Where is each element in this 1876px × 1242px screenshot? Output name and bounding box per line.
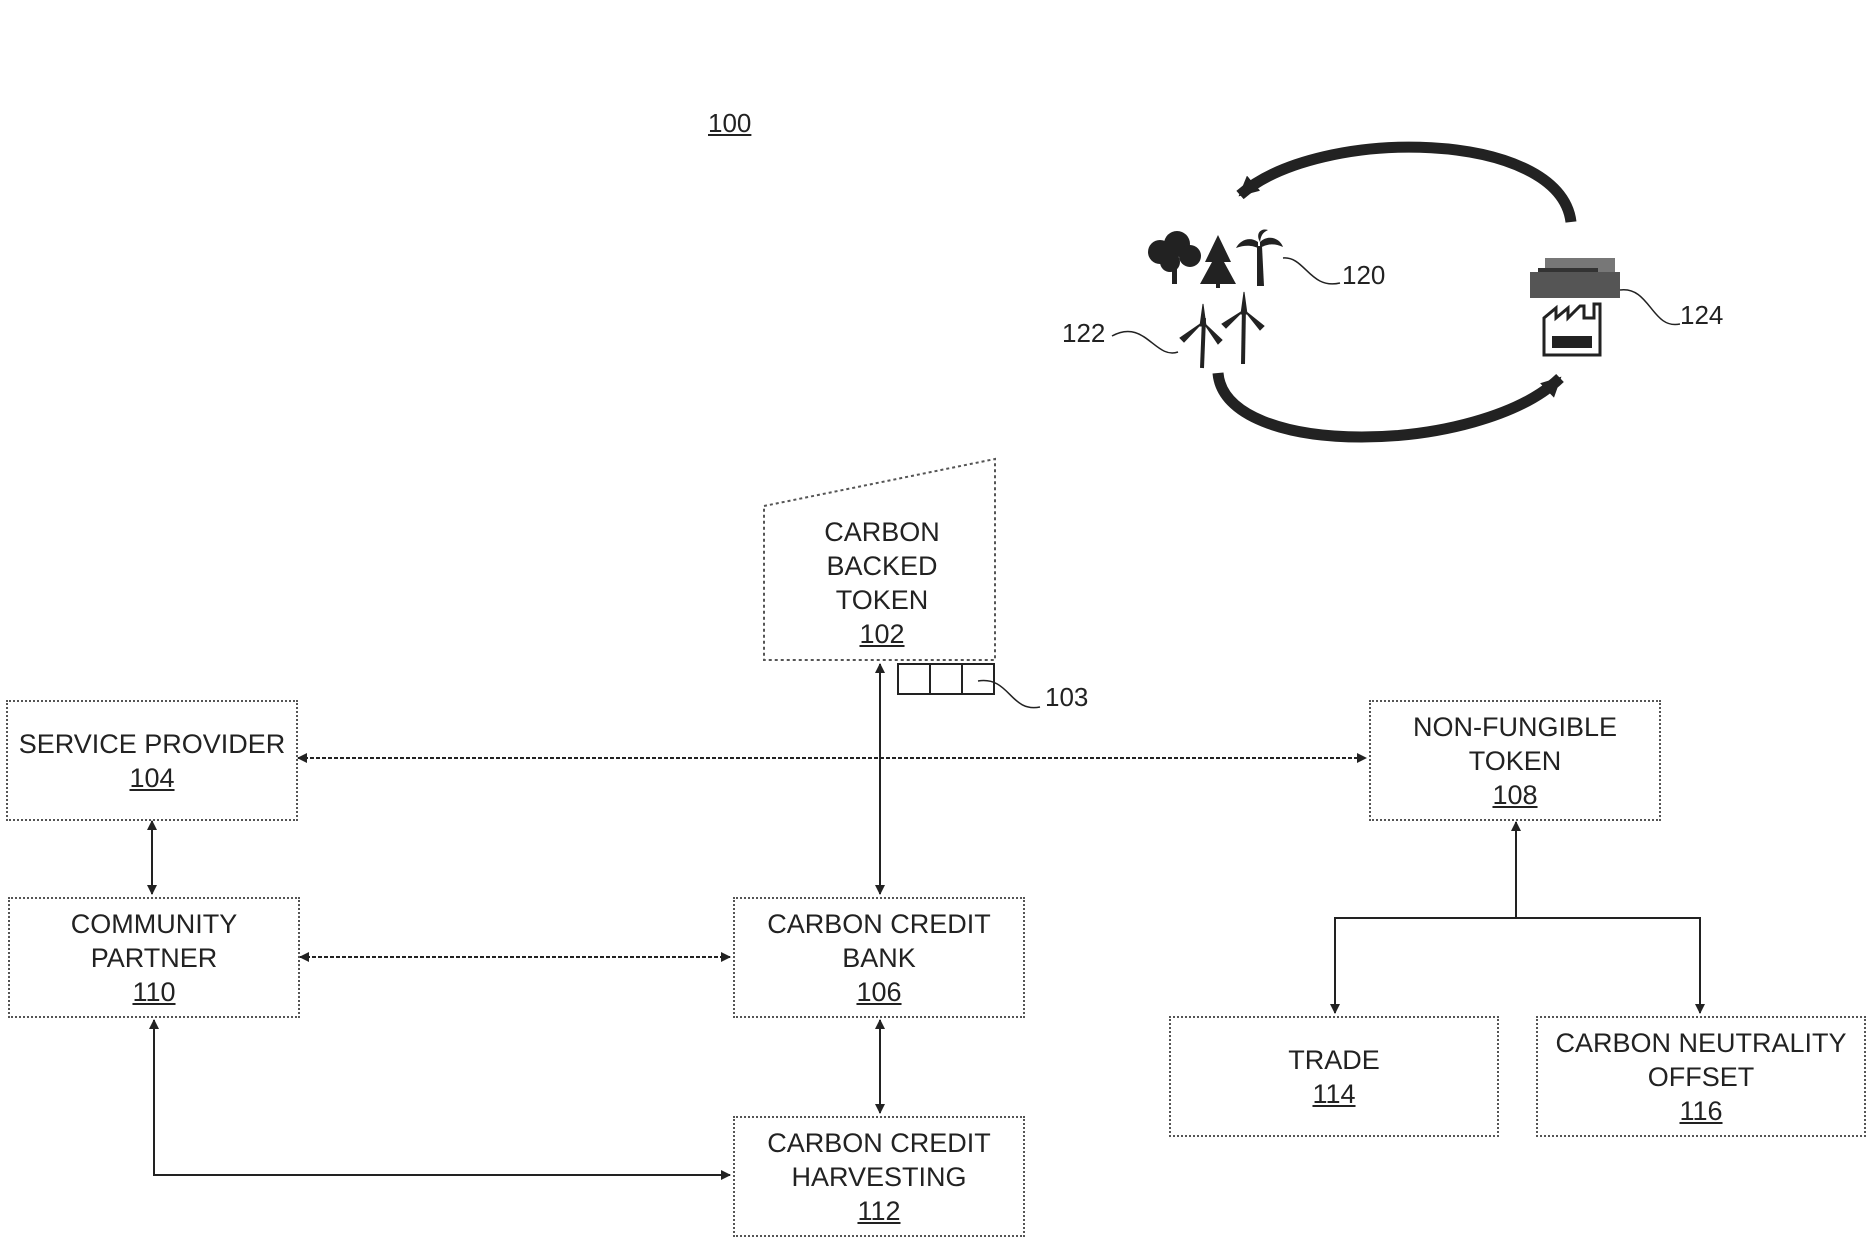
- trade-label: TRADE: [1288, 1043, 1380, 1077]
- carbon-credit-harvesting-box: CARBON CREDIT HARVESTING 112: [733, 1116, 1025, 1237]
- community-partner-box: COMMUNITY PARTNER 110: [8, 897, 300, 1018]
- service-provider-label: SERVICE PROVIDER: [19, 727, 286, 761]
- trade-box: TRADE 114: [1169, 1016, 1499, 1137]
- palm-tree-icon: [1236, 229, 1283, 286]
- wind-ref: 122: [1062, 318, 1105, 349]
- carbon-backed-token-label: CARBON BACKED TOKEN: [762, 515, 1002, 617]
- forest-ref: 120: [1342, 260, 1385, 291]
- trade-ref: 114: [1312, 1077, 1355, 1111]
- factory-ref: 124: [1680, 300, 1723, 331]
- cycle-arrow-top: [1240, 147, 1571, 222]
- community-partner-label: COMMUNITY PARTNER: [71, 907, 237, 975]
- cycle-arrow-bottom: [1218, 373, 1560, 437]
- smoke-icon: [1530, 258, 1620, 298]
- edge-branch-offset: [1516, 918, 1700, 1013]
- carbon-neutrality-offset-ref: 116: [1679, 1094, 1722, 1128]
- factory-icon: [1530, 258, 1680, 355]
- edge-community-harvesting: [154, 1020, 730, 1175]
- trees-icon: [1148, 229, 1340, 288]
- community-partner-ref: 110: [132, 975, 175, 1009]
- carbon-credit-bank-label: CARBON CREDIT BANK: [767, 907, 991, 975]
- non-fungible-token-label: NON-FUNGIBLE TOKEN: [1413, 710, 1617, 778]
- carbon-cycle: [1218, 147, 1571, 437]
- wind-turbine-icon: [1112, 292, 1264, 368]
- carbon-credit-harvesting-label: CARBON CREDIT HARVESTING: [767, 1126, 991, 1194]
- tree-icon: [1148, 231, 1201, 284]
- token-ledger-ref: 103: [1045, 682, 1088, 713]
- figure-ref: 100: [708, 108, 751, 139]
- service-provider-box: SERVICE PROVIDER 104: [6, 700, 298, 821]
- service-provider-ref: 104: [129, 761, 174, 795]
- non-fungible-token-box: NON-FUNGIBLE TOKEN 108: [1369, 700, 1661, 821]
- non-fungible-token-ref: 108: [1492, 778, 1537, 812]
- carbon-credit-bank-box: CARBON CREDIT BANK 106: [733, 897, 1025, 1018]
- carbon-credit-bank-ref: 106: [856, 975, 901, 1009]
- carbon-credit-harvesting-ref: 112: [857, 1194, 900, 1228]
- carbon-neutrality-offset-label: CARBON NEUTRALITY OFFSET: [1555, 1026, 1846, 1094]
- carbon-backed-token: CARBON BACKED TOKEN 102: [762, 455, 1002, 665]
- pine-tree-icon: [1200, 235, 1236, 288]
- carbon-backed-token-ref: 102: [762, 617, 1002, 651]
- carbon-neutrality-offset-box: CARBON NEUTRALITY OFFSET 116: [1536, 1016, 1866, 1137]
- edge-branch-trade: [1335, 918, 1516, 1013]
- token-ledger-blocks: [898, 664, 1040, 708]
